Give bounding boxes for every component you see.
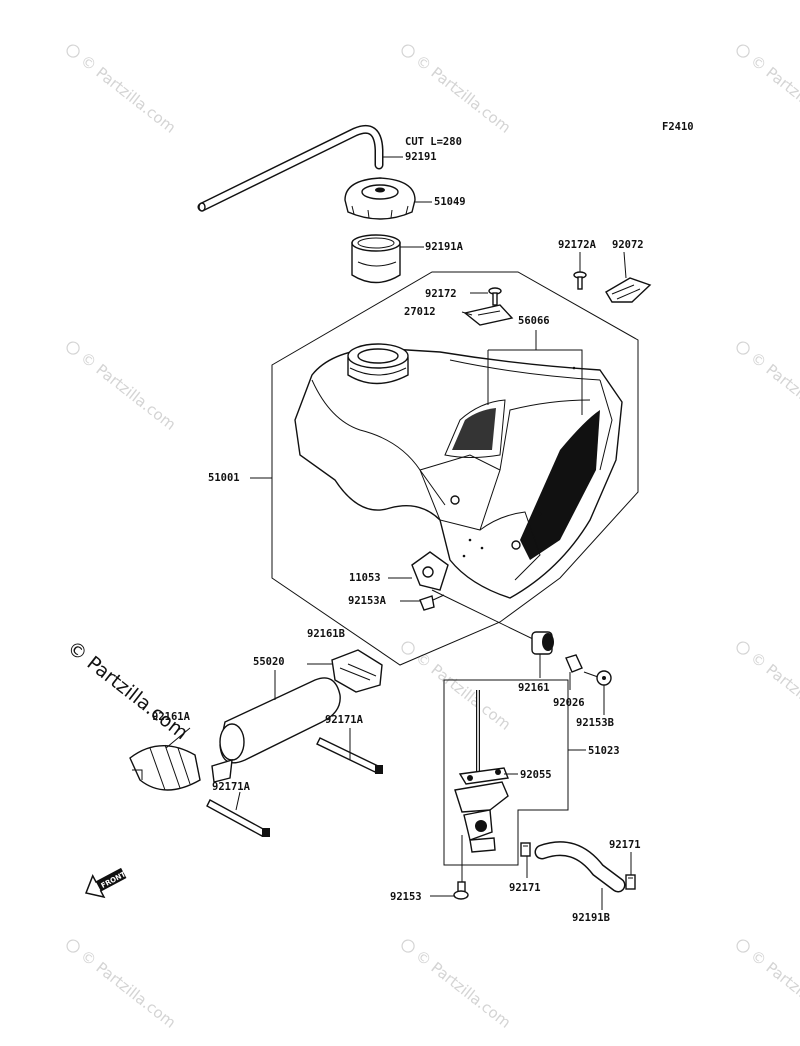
- label-92072: 92072: [612, 239, 644, 251]
- label-51001: 51001: [208, 472, 240, 484]
- label-27012: 27012: [404, 306, 436, 318]
- watermark-dark: © Partzilla.com: [63, 637, 192, 745]
- figure-code: F2410: [662, 121, 694, 133]
- screw-92172A: [573, 271, 587, 290]
- grommet-92161: [531, 631, 554, 655]
- strap-92171A-upper: [316, 737, 383, 774]
- label-92172: 92172: [425, 288, 457, 300]
- label-92153B: 92153B: [576, 717, 614, 729]
- leader-56066: [487, 330, 583, 415]
- fuel-tank: [294, 343, 623, 599]
- damper-92161A: [129, 744, 201, 791]
- label-92171-left: 92171: [509, 882, 541, 894]
- label-92026: 92026: [553, 697, 585, 709]
- leader-lines: [165, 156, 632, 910]
- cap-gasket: [351, 234, 401, 284]
- strap-92171A-lower: [206, 799, 270, 837]
- bolt-92153A: [419, 594, 445, 611]
- clip-92171-left: [520, 842, 531, 857]
- label-92172A: 92172A: [558, 239, 597, 251]
- collar-92026: [565, 654, 583, 673]
- bolt-92153: [453, 881, 469, 900]
- part-labels: CUT L=280 92191 51049 92191A 92172A 9207…: [152, 136, 644, 924]
- label-92161: 92161: [518, 682, 550, 694]
- label-92161B: 92161B: [307, 628, 345, 640]
- breather-hose: [197, 124, 384, 212]
- watermark-text: © Partzilla.com: [77, 946, 179, 1031]
- watermark-text: © Partzilla.com: [747, 648, 800, 733]
- clip-92171-right: [625, 874, 636, 890]
- watermark-text: © Partzilla.com: [412, 648, 514, 733]
- watermark-text: © Partzilla.com: [412, 51, 514, 136]
- label-92161A: 92161A: [152, 711, 191, 723]
- watermark-text: © Partzilla.com: [747, 348, 800, 433]
- label-92171A-upper: 92171A: [325, 714, 364, 726]
- screw-92172: [488, 287, 502, 306]
- watermark-grid: © Partzilla.com © Partzilla.com © Partzi…: [63, 44, 800, 1032]
- label-55020: 55020: [253, 656, 285, 668]
- tank-assembly-outline: [271, 271, 639, 666]
- label-92191: 92191: [405, 151, 437, 163]
- clamp-92161B: [331, 649, 383, 693]
- label-92153: 92153: [390, 891, 422, 903]
- valve-gasket-11053: [411, 551, 449, 591]
- label-cut: CUT L=280: [405, 136, 462, 148]
- watermark-text: © Partzilla.com: [77, 51, 179, 136]
- label-56066: 56066: [518, 315, 550, 327]
- label-92055: 92055: [520, 769, 552, 781]
- fuel-valve: [454, 690, 509, 883]
- watermark-text: © Partzilla.com: [77, 348, 179, 433]
- label-11053: 11053: [349, 572, 381, 584]
- label-92191B: 92191B: [572, 912, 610, 924]
- label-92191A: 92191A: [425, 241, 464, 253]
- label-51023: 51023: [588, 745, 620, 757]
- bracket-92072: [605, 277, 652, 303]
- fuel-cap: [344, 177, 416, 220]
- front-arrow: FRONT: [84, 867, 127, 899]
- bolt-92153B: [583, 670, 612, 686]
- label-92153A: 92153A: [348, 595, 387, 607]
- leader-11053-to-92161: [431, 589, 536, 641]
- label-92171A-lower: 92171A: [212, 781, 251, 793]
- label-51049: 51049: [434, 196, 466, 208]
- valve-assembly-outline: [443, 679, 569, 866]
- foam-pad-55020: [211, 677, 341, 783]
- fuel-hose: [534, 841, 626, 893]
- watermark-text: © Partzilla.com: [412, 946, 514, 1031]
- watermark-text: © Partzilla.com: [747, 946, 800, 1031]
- label-92171-right: 92171: [609, 839, 641, 851]
- watermark-text: © Partzilla.com: [747, 51, 800, 136]
- plate-27012: [463, 304, 514, 326]
